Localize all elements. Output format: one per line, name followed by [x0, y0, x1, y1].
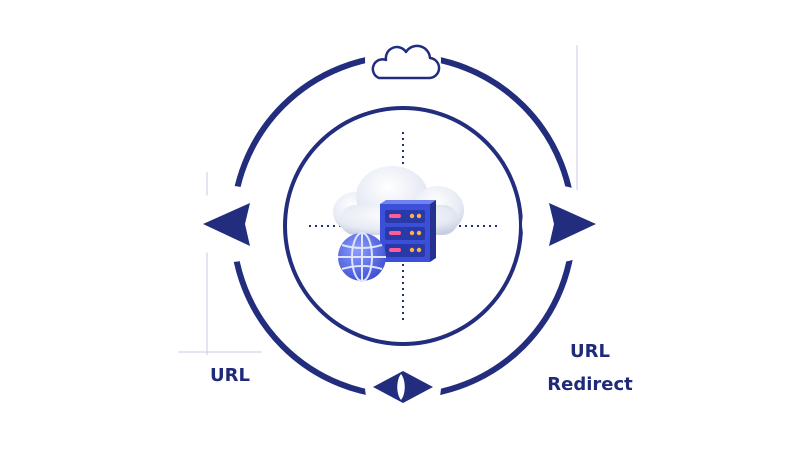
arrow-right-icon	[549, 203, 596, 246]
node-bottom[interactable]	[365, 349, 441, 425]
server-rack	[380, 200, 436, 262]
inner-ring	[283, 106, 523, 346]
url-redirect-label-line2: Redirect	[547, 374, 633, 395]
cloud-icon	[371, 44, 441, 80]
node-right[interactable]	[522, 186, 598, 262]
globe	[338, 232, 386, 282]
node-top[interactable]	[365, 22, 441, 98]
url-redirect-label-line1: URL	[570, 341, 610, 362]
cloud-server-globe-icon	[333, 166, 464, 282]
node-left[interactable]	[194, 186, 270, 262]
arrow-left-icon	[203, 203, 250, 246]
url-label: URL	[210, 365, 250, 386]
